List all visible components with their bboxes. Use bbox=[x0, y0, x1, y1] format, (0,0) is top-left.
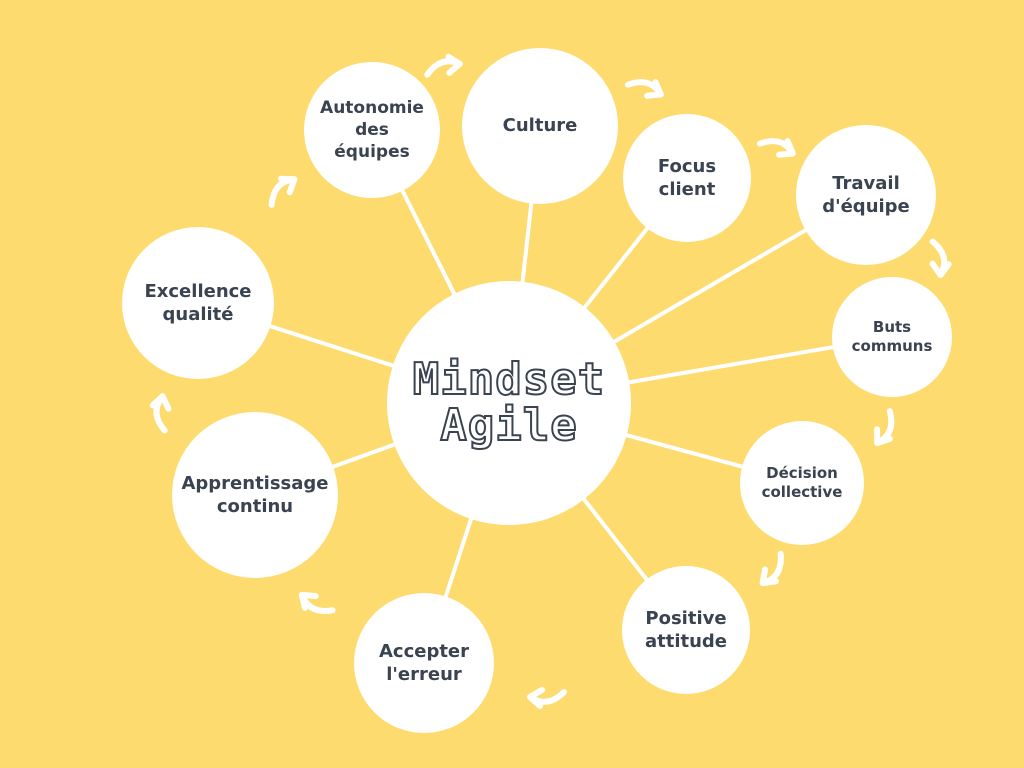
node-circle-travail-equipe bbox=[796, 125, 936, 265]
node-circle-apprentissage-continu bbox=[172, 412, 338, 578]
node-circle-accepter-erreur bbox=[354, 593, 494, 733]
arrow-travail-to-buts-icon bbox=[929, 238, 952, 279]
arrow-positive-to-accepter-icon bbox=[527, 687, 567, 709]
node-circle-autonomie-equipes bbox=[304, 62, 440, 198]
arrow-decision-to-positive-icon bbox=[759, 550, 784, 587]
center-circle bbox=[387, 281, 631, 525]
node-circle-excellence-qualite bbox=[122, 227, 274, 379]
arrow-autonomie-to-culture-icon bbox=[424, 53, 463, 78]
arrow-excellence-to-autonomie-icon bbox=[268, 175, 298, 208]
node-circle-focus-client bbox=[623, 114, 751, 242]
node-circle-buts-communs bbox=[832, 277, 952, 397]
arrow-buts-to-decision-icon bbox=[874, 408, 895, 447]
node-circle-decision-collective bbox=[740, 421, 864, 545]
node-circle-positive-attitude bbox=[622, 566, 750, 694]
arrow-apprentissage-to-excellence-icon bbox=[149, 393, 172, 434]
arrow-culture-to-focus-icon bbox=[624, 79, 664, 99]
node-circle-culture bbox=[462, 48, 618, 204]
arrow-focus-to-travail-icon bbox=[756, 138, 796, 158]
arrow-accepter-to-apprentissage-icon bbox=[298, 591, 336, 614]
